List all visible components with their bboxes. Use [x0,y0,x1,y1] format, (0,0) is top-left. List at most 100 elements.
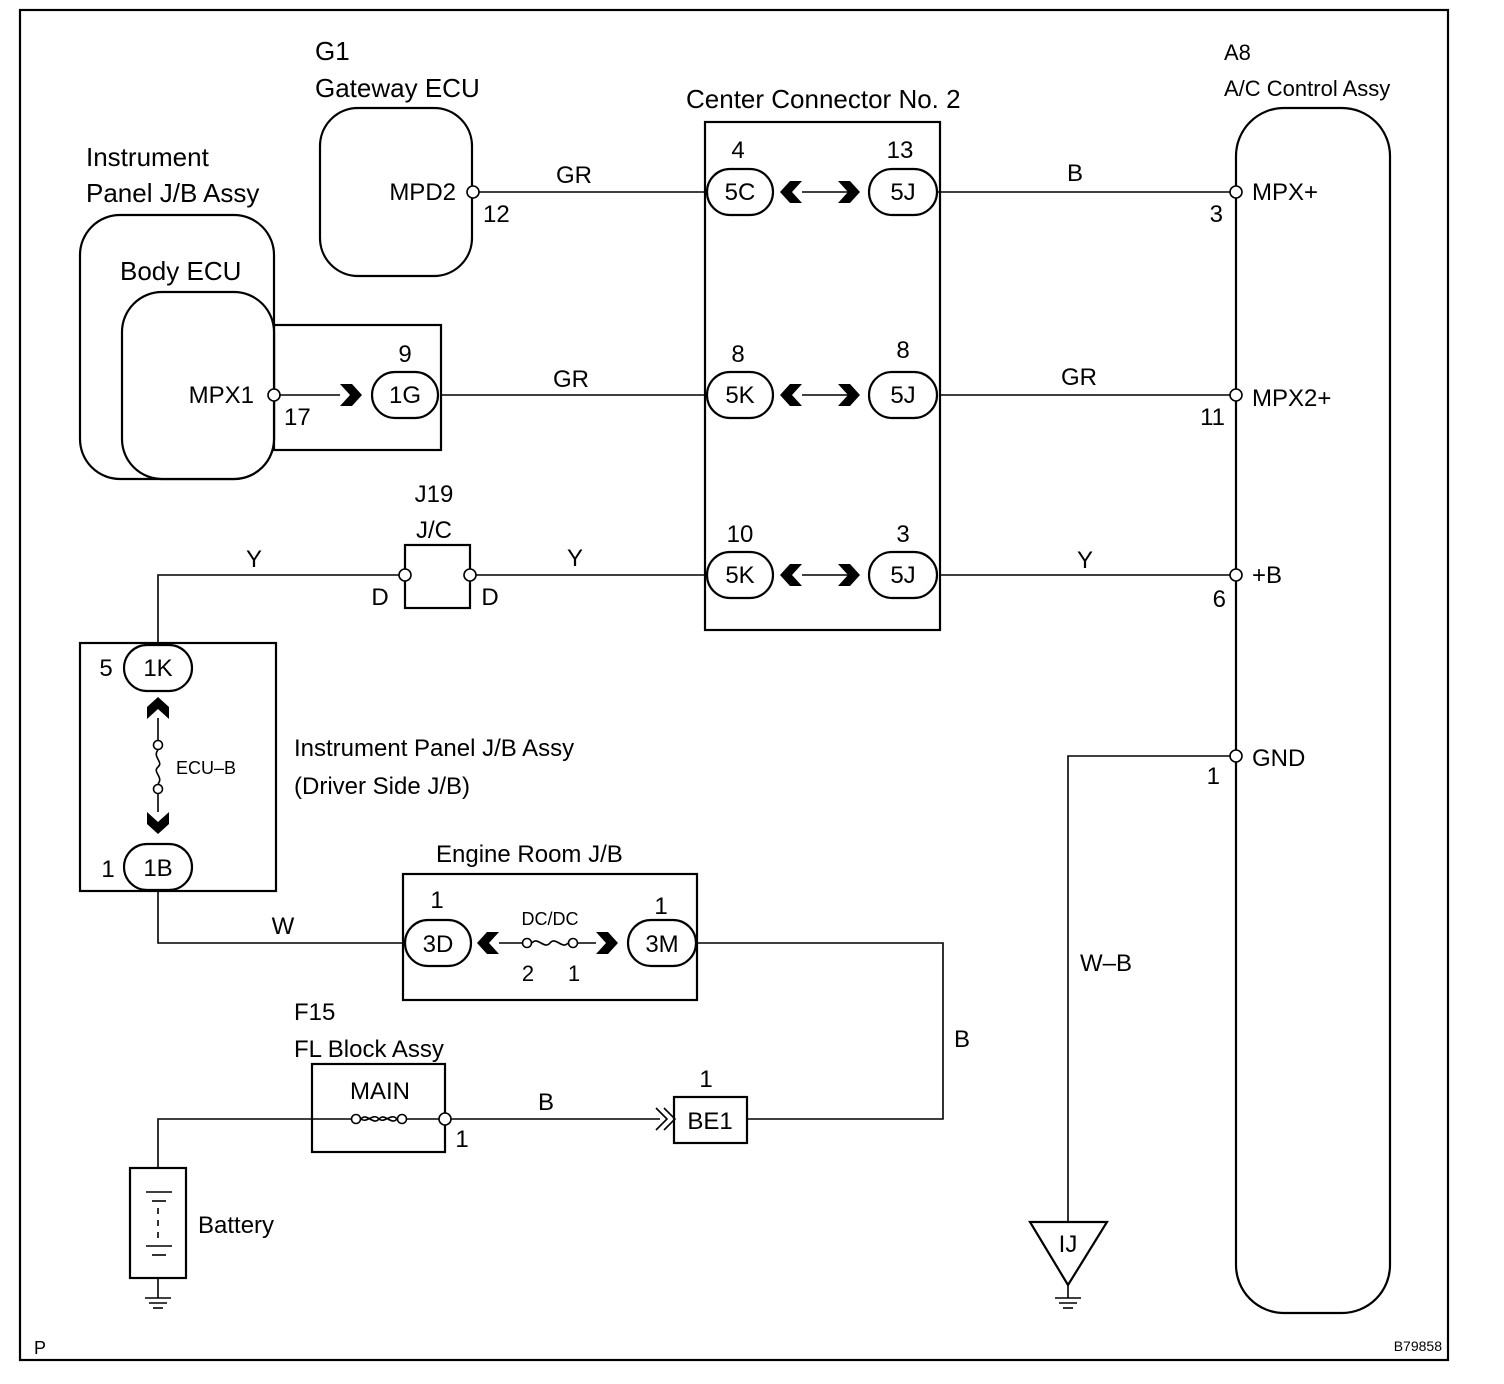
ac-mpx-plus-terminal [1229,185,1243,199]
body-ecu-pin-no: 17 [284,404,311,431]
jc-box [403,543,472,610]
conn-1g-pin: 9 [398,341,411,368]
instrument-panel-jb: Instrument Panel J/B Assy Body ECU MPX1 … [78,142,443,481]
ac-b-plus-terminal [1229,568,1243,582]
chevron-right-icon [596,932,618,954]
center-connector-box [703,120,942,632]
wires [157,191,1236,1298]
ground-icon [1055,1297,1081,1309]
fuse-ecu-b-icon [155,749,161,785]
chevron-left-icon [780,181,802,203]
wire-label-mpx2-gr: GR [1061,364,1097,391]
conn-1g [370,370,440,420]
driver-jb-title-1: Instrument Panel J/B Assy [294,735,574,762]
be1-box [672,1095,749,1145]
jc-left-pin: D [371,584,388,611]
body-ecu-pin-name: MPX1 [189,382,254,409]
cc-row3-left-label: 5K [725,562,754,589]
fuse-ecu-b-label: ECU–B [176,758,236,778]
fl-block-terminal [438,1112,452,1126]
jc-name: J/C [416,517,452,544]
fl-block-name: FL Block Assy [294,1036,444,1063]
driver-jb-box [78,641,278,893]
wire-label-y-mid: Y [567,545,583,572]
ac-b-plus-name: +B [1252,562,1282,589]
conn-3d [403,918,473,968]
battery-label: Battery [198,1212,274,1239]
wire-label-gateway: GR [556,162,592,189]
fl-block-id: F15 [294,999,335,1026]
driver-jb-top-pin: 5 [99,655,112,682]
conn-1b-label: 1B [143,855,172,882]
wire-y-left [157,574,405,645]
wire-b-vert [697,942,944,1120]
wire-wb [1067,755,1236,1222]
wire-label-mpx-plus: B [1067,160,1083,187]
gateway-name: Gateway ECU [315,73,480,103]
diagram-frame [18,8,1450,1362]
conn-3m-label: 3M [645,931,678,958]
battery: Battery [128,1166,274,1309]
jc-left-terminal [398,568,412,582]
wire-battery [157,1118,312,1168]
ac-mpx2-plus-name: MPX2+ [1252,385,1331,412]
fuse-main-icon-2 [360,1115,398,1121]
wire-label-b-main: B [538,1089,554,1116]
chevron-down-icon [147,812,169,834]
driver-side-jb: 5 1K ECU–B 1 1B Instrument Panel J/B Ass… [78,641,574,893]
body-ecu-terminal [267,388,281,402]
wire-label-w: W [272,913,295,940]
engine-jb-box [401,872,699,1002]
fl-block-assy: F15 FL Block Assy MAIN 1 [294,999,469,1154]
cc-row1-left-label: 5C [725,179,756,206]
fl-block-box [310,1062,447,1154]
cc-row1-right-conn [867,167,939,217]
main-terminal-left [350,1113,362,1125]
ac-gnd-no: 1 [1207,763,1220,790]
junction-connector-j19: J19 J/C D D [371,481,498,611]
battery-box [128,1166,188,1280]
wire-label-body-gr: GR [553,366,589,393]
footer-left: P [34,1338,46,1358]
cc-row3-right-label: 5J [890,562,915,589]
conn-1g-label: 1G [389,382,421,409]
gateway-pin-name: MPD2 [389,179,456,206]
wire-label-y-left: Y [246,546,262,573]
cc-row2-left-pin: 8 [731,341,744,368]
jc-right-terminal [463,568,477,582]
cc-row2-right-pin: 8 [896,337,909,364]
chevron-right-icon [655,1107,669,1131]
center-connector: Center Connector No. 2 4 5C 13 5J 8 5K 8… [686,84,961,632]
conn-1k [122,643,194,693]
ground-ij-triangle [1028,1220,1109,1288]
jc-right-pin: D [481,584,498,611]
fuse-main-label: MAIN [350,1078,410,1105]
cc-row3-right-pin: 3 [896,521,909,548]
wire-labels: GR B GR GR Y Y Y W B B W–B [246,160,1132,1116]
wire-label-wb: W–B [1080,950,1132,977]
ac-control-assy: A8 A/C Control Assy MPX+ 3 MPX2+ 11 +B 6… [1200,40,1392,1315]
ac-control-name: A/C Control Assy [1224,76,1390,101]
main-terminal-right [396,1113,408,1125]
connector-be1: 1 BE1 [655,1066,749,1145]
engine-room-jb: Engine Room J/B 1 3D DC/DC 2 1 1 3M [401,841,699,1002]
gateway-terminal [466,185,480,199]
dcdc-pin-left: 2 [522,961,534,986]
ac-gnd-name: GND [1252,745,1305,772]
fuse-dcdc-icon [531,940,569,946]
cc-row1-right-pin: 13 [887,137,914,164]
gateway-id: G1 [315,36,350,66]
chevron-up-icon [147,697,169,719]
engine-jb-left-pin: 1 [430,887,443,914]
conn-1k-label: 1K [143,655,172,682]
fuse-dcdc-label: DC/DC [522,909,579,929]
ac-mpx-plus-no: 3 [1210,201,1223,228]
wire-w [157,890,405,944]
cc-row3-left-conn [705,550,775,600]
engine-jb-name: Engine Room J/B [436,841,623,868]
be1-label: BE1 [687,1108,732,1135]
ac-gnd-terminal [1229,749,1243,763]
ground-icon [145,1297,171,1309]
wire-label-b-vert: B [954,1026,970,1053]
